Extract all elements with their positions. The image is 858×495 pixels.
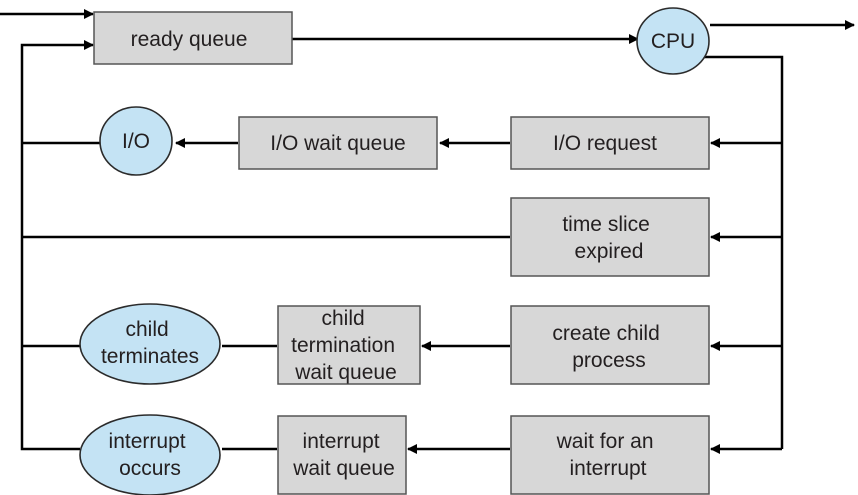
cpu-right-trunk bbox=[700, 55, 784, 449]
wait-for-interrupt-label: wait for an interrupt bbox=[556, 430, 660, 480]
connectors bbox=[0, 9, 855, 454]
io-wait-queue-box bbox=[238, 116, 438, 170]
interrupt-occurs-node bbox=[79, 414, 221, 495]
ready-queue-label: ready queue bbox=[131, 28, 248, 51]
child-terminates-node bbox=[79, 303, 221, 385]
time-slice-expired-label: time slice expired bbox=[562, 213, 655, 263]
create-child-process-label: create child process bbox=[552, 322, 665, 372]
child-termination-wait-queue-box bbox=[277, 305, 421, 385]
interrupt-wait-queue-label: interrupt wait queue bbox=[292, 430, 395, 480]
io-label: I/O bbox=[122, 130, 150, 153]
create-child-process-box bbox=[510, 305, 710, 385]
io-wait-queue-label: I/O wait queue bbox=[270, 132, 405, 155]
cpu-label: CPU bbox=[651, 30, 695, 53]
left-return-trunk bbox=[20, 40, 94, 451]
io-request-label: I/O request bbox=[553, 132, 657, 155]
child-termination-wait-queue-label: child termination wait queue bbox=[291, 307, 401, 384]
wait-for-interrupt-box bbox=[510, 415, 710, 495]
interrupt-occurs-label: interrupt occurs bbox=[109, 430, 192, 480]
interrupt-wait-queue-box bbox=[277, 415, 407, 495]
cpu-node bbox=[636, 7, 710, 75]
child-terminates-label: child terminates bbox=[101, 318, 199, 368]
time-slice-expired-box bbox=[510, 197, 710, 277]
io-node bbox=[99, 106, 173, 176]
io-request-box bbox=[510, 116, 710, 170]
ready-queue-box bbox=[93, 11, 293, 65]
